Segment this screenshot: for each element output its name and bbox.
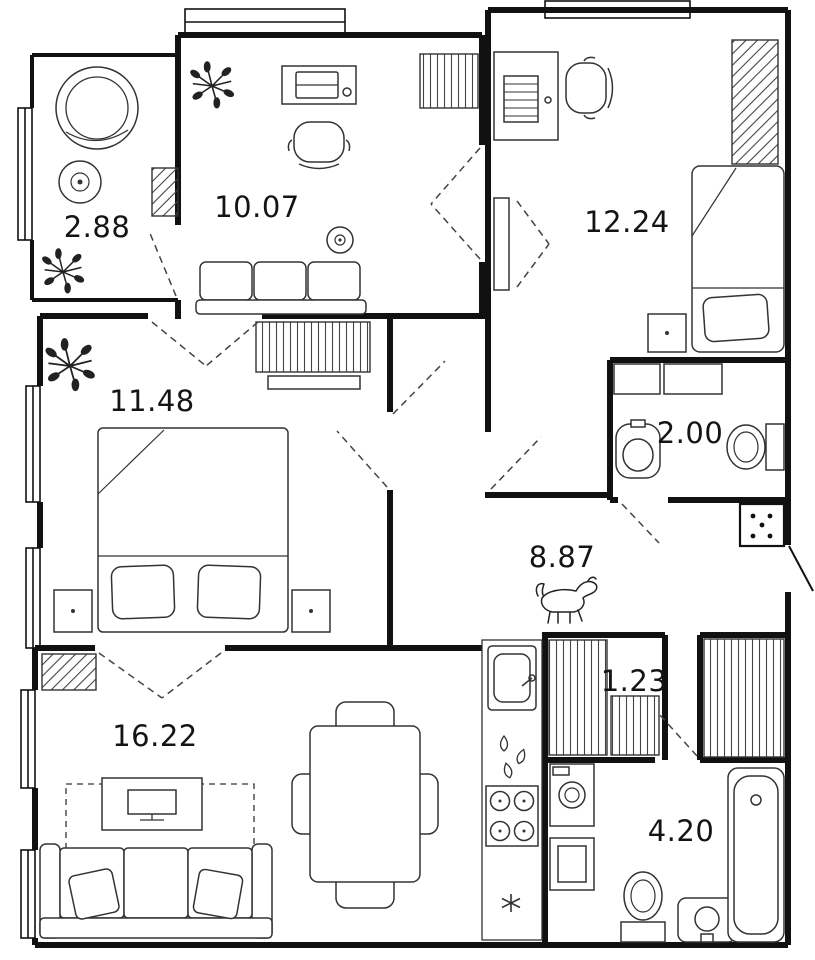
windows <box>17 0 691 939</box>
sofa <box>195 261 367 315</box>
star-icon <box>501 894 521 912</box>
room-label-closet: 1.23 <box>601 664 668 698</box>
tv-icon <box>127 789 177 815</box>
balcony-room <box>40 66 179 294</box>
armchair <box>55 66 139 150</box>
office-chair <box>565 56 614 120</box>
hallway <box>535 502 814 624</box>
wardrobe <box>255 321 371 373</box>
pillow <box>196 564 262 620</box>
toilet <box>726 423 785 471</box>
door-bedroom <box>336 430 388 488</box>
door-room12 <box>490 436 542 490</box>
pillow <box>702 293 770 343</box>
nightstand <box>53 589 93 633</box>
floor-lamp <box>326 226 354 254</box>
room-label-hallway: 8.87 <box>529 540 596 574</box>
dog-figure <box>535 576 598 624</box>
dresser <box>267 375 361 390</box>
radiator <box>151 167 179 217</box>
desk <box>281 65 357 105</box>
pillow <box>110 564 176 620</box>
entry-wardrobe <box>703 638 785 758</box>
bed-single <box>691 165 785 353</box>
wall-balcony <box>30 53 178 302</box>
kitchen-sink <box>487 645 537 711</box>
room-label-living-kitchen: 16.22 <box>112 719 198 753</box>
storage <box>548 638 785 758</box>
plant-icon <box>40 248 86 294</box>
dining-table <box>309 725 421 883</box>
tv-projection <box>516 200 550 288</box>
door-balcony <box>148 230 177 297</box>
living-kitchen <box>39 639 543 941</box>
tv-icon <box>493 197 510 291</box>
kitchen-counter <box>481 639 543 941</box>
toilet <box>620 871 666 943</box>
closet-shelves <box>610 695 660 756</box>
closet-shelves <box>548 639 608 756</box>
vent-shaft <box>738 502 786 548</box>
pillow <box>192 868 244 920</box>
vanity-cabinet <box>613 363 661 395</box>
wall-main <box>32 7 791 948</box>
opening-room10 <box>430 147 481 260</box>
shelf-unit <box>419 53 479 109</box>
cabinet <box>549 837 595 891</box>
nightstand <box>647 313 687 353</box>
wc-small <box>613 363 785 479</box>
cup-icon <box>342 87 352 97</box>
washing-machine <box>549 763 595 827</box>
plant-icon <box>188 61 236 109</box>
room-10 <box>188 53 479 315</box>
room-label-wc-small: 2.00 <box>657 416 724 450</box>
walls <box>30 7 791 948</box>
office-chair <box>287 121 351 170</box>
pillow <box>68 868 120 920</box>
door-bathroom <box>658 713 698 757</box>
sink <box>615 419 661 479</box>
nightstand <box>291 589 331 633</box>
opening-bedroom-top <box>151 321 259 367</box>
room-label-room-12: 12.24 <box>584 205 670 239</box>
door-wc <box>621 503 660 544</box>
door-swings <box>98 147 698 757</box>
mouse-icon <box>544 96 552 104</box>
door-corridor <box>392 360 446 415</box>
room-label-room-10: 10.07 <box>214 190 300 224</box>
dining-set <box>291 701 439 909</box>
keyboard-icon <box>503 75 539 123</box>
sink <box>677 897 737 943</box>
computer-desk <box>493 51 559 141</box>
plant-icon <box>43 337 97 392</box>
sofa <box>39 843 273 939</box>
room-label-bedroom: 11.48 <box>109 384 195 418</box>
bathroom <box>549 763 785 943</box>
radiator <box>41 653 97 691</box>
bedroom <box>43 321 371 633</box>
bed-double <box>97 427 289 633</box>
tv-stand <box>101 777 203 831</box>
opening-living <box>98 652 222 699</box>
radiator <box>731 39 779 165</box>
hob <box>485 785 539 847</box>
room-12 <box>493 39 785 353</box>
room-label-balcony: 2.88 <box>64 210 131 244</box>
vanity-cabinet <box>663 363 723 395</box>
room-labels: 2.88 10.07 12.24 11.48 2.00 8.87 1.23 16… <box>64 190 724 848</box>
side-table <box>58 160 102 204</box>
bathtub <box>727 767 785 943</box>
entrance-door-leaf <box>788 545 814 592</box>
room-label-bathroom: 4.20 <box>648 814 715 848</box>
